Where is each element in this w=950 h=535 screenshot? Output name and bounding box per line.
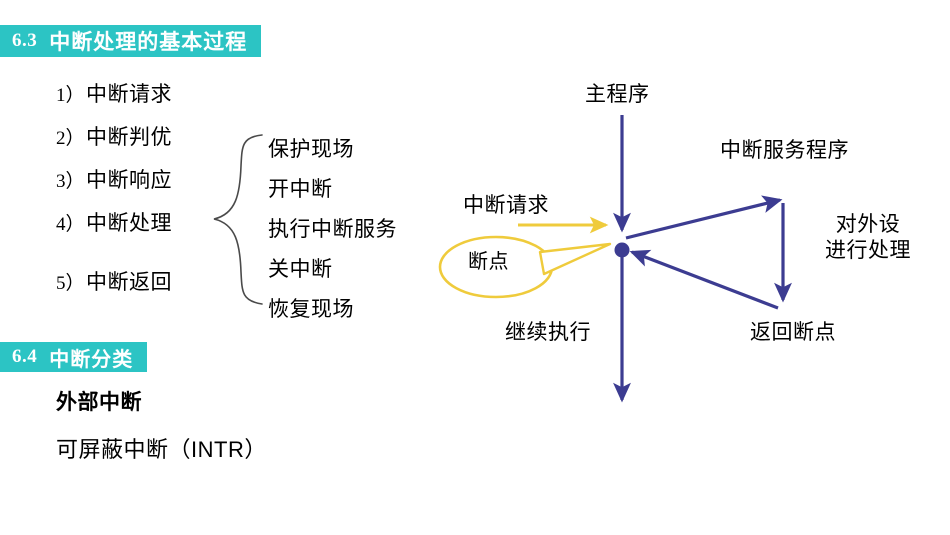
label-device-handling: 对外设 进行处理 [825, 212, 911, 265]
list-item: 3） 中断响应 [56, 164, 236, 207]
interrupt-steps-list: 1） 中断请求 2） 中断判优 3） 中断响应 4） 中断处理 5） 中断返回 [56, 78, 236, 309]
list-item-label: 中断请求 [86, 83, 172, 106]
label-device-handling-line2: 进行处理 [825, 239, 911, 263]
isr-entry-arrow [625, 195, 783, 240]
label-main-program: 主程序 [585, 83, 650, 106]
list-item: 开中断 [268, 178, 333, 201]
list-item: 恢复现场 [268, 298, 354, 321]
label-interrupt-request: 中断请求 [463, 194, 549, 217]
label-interrupt-service-routine: 中断服务程序 [720, 139, 849, 162]
list-item: 1） 中断请求 [56, 78, 236, 121]
interrupt-handling-substeps: 保护现场 开中断 执行中断服务 关中断 恢复现场 [268, 130, 397, 330]
list-item-label: 中断响应 [86, 169, 172, 192]
list-item-label: 中断判优 [86, 126, 172, 149]
section-title-6-4: 中断分类 [49, 348, 134, 371]
list-item-index: 2） [56, 128, 85, 149]
breakpoint-callout [438, 235, 612, 299]
maskable-interrupt-item: 可屏蔽中断（INTR） [56, 437, 267, 462]
list-item-label: 中断返回 [86, 271, 172, 294]
diagram-vectors [438, 115, 792, 403]
interrupt-flow-diagram: 主程序 中断服务程序 中断请求 对外设 进行处理 断点 继续执行 返回断点 [420, 60, 950, 460]
section-title-6-3: 中断处理的基本过程 [49, 31, 248, 54]
list-item: 4） 中断处理 [56, 207, 236, 250]
list-item: 保护现场 [268, 138, 354, 161]
list-item: 2） 中断判优 [56, 121, 236, 164]
section-heading-6-3: 6.3 中断处理的基本过程 [0, 25, 262, 57]
list-item: 执行中断服务 [268, 218, 397, 241]
curly-brace-icon [212, 132, 264, 307]
external-interrupt-heading: 外部中断 [56, 391, 142, 414]
list-item-index: 5） [56, 273, 85, 294]
list-item-index: 3） [56, 171, 85, 192]
label-breakpoint: 断点 [468, 251, 509, 273]
list-item: 5） 中断返回 [56, 266, 236, 309]
label-return-to-breakpoint: 返回断点 [750, 321, 836, 344]
label-continue-execution: 继续执行 [505, 321, 591, 344]
list-item-index: 1） [56, 85, 85, 106]
section-number-6-4: 6.4 [12, 346, 38, 367]
list-item: 关中断 [268, 258, 333, 281]
list-item-label: 中断处理 [86, 212, 172, 235]
label-device-handling-line1: 对外设 [835, 213, 901, 236]
section-number-6-3: 6.3 [12, 30, 38, 51]
return-to-breakpoint-arrow [629, 249, 779, 310]
breakpoint-dot [614, 242, 630, 258]
section-heading-6-4: 6.4 中断分类 [0, 342, 148, 372]
list-item-index: 4） [56, 214, 85, 235]
